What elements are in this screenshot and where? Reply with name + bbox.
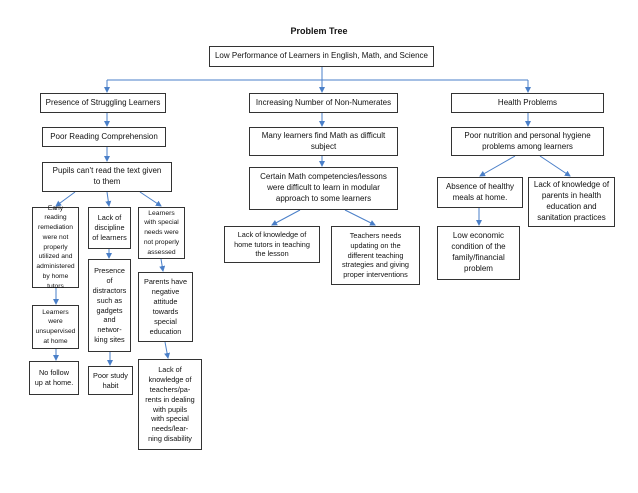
connector-modular-to-teachers: [344, 209, 376, 226]
cant-read-box: Pupils can't read the text given to them: [42, 162, 172, 192]
distractors-box: Presence of distractors such as gadgets …: [88, 259, 131, 352]
connector-cantread-to-discipline: [105, 191, 112, 207]
negative-attitude-box: Parents have negative attitude towards s…: [138, 272, 193, 342]
unsupervised-box: Learners were unsupervised at home: [32, 305, 79, 349]
struggling-learners-box: Presence of Struggling Learners: [40, 93, 166, 113]
connector-special-to-attitude: [159, 258, 166, 272]
nutrition-hygiene-box: Poor nutrition and personal hygiene prob…: [451, 127, 604, 156]
poor-reading-box: Poor Reading Comprehension: [42, 127, 166, 147]
lack-knowledge-teachers-box: Lack of knowledge of teachers/pa- rents …: [138, 359, 202, 450]
root-problem-box: Low Performance of Learners in English, …: [209, 46, 434, 67]
healthy-meals-box: Absence of healthy meals at home.: [437, 177, 523, 208]
non-numerates-box: Increasing Number of Non-Numerates: [249, 93, 398, 113]
parents-knowledge-box: Lack of knowledge of parents in health e…: [528, 177, 615, 227]
connector-nutrition-to-meals: [479, 155, 516, 177]
home-tutors-box: Lack of knowledge of home tutors in teac…: [224, 226, 320, 263]
early-reading-box: Early reading remediation were not prope…: [32, 205, 79, 290]
lack-discipline-box: Lack of discipline of learners: [88, 207, 131, 249]
special-needs-box: Learners with special needs were not pro…: [138, 207, 185, 259]
connector-cantread-to-early: [55, 191, 76, 207]
no-follow-up-box: No follow up at home.: [29, 361, 79, 395]
teachers-updating-box: Teachers needs updating on the different…: [331, 226, 420, 285]
health-problems-box: Health Problems: [451, 93, 604, 113]
poor-study-habit-box: Poor study habit: [88, 366, 133, 395]
connector-cantread-to-special: [139, 191, 162, 207]
modular-approach-box: Certain Math competencies/lessons were d…: [249, 167, 398, 210]
connector-attitude-to-knowledge: [164, 341, 171, 359]
diagram-title: Problem Tree: [290, 26, 348, 36]
low-economic-box: Low economic condition of the family/fin…: [437, 226, 520, 280]
math-difficult-box: Many learners find Math as difficult sub…: [249, 127, 398, 156]
connector-nutrition-to-parents: [539, 155, 571, 177]
connector-modular-to-tutors: [271, 209, 301, 226]
